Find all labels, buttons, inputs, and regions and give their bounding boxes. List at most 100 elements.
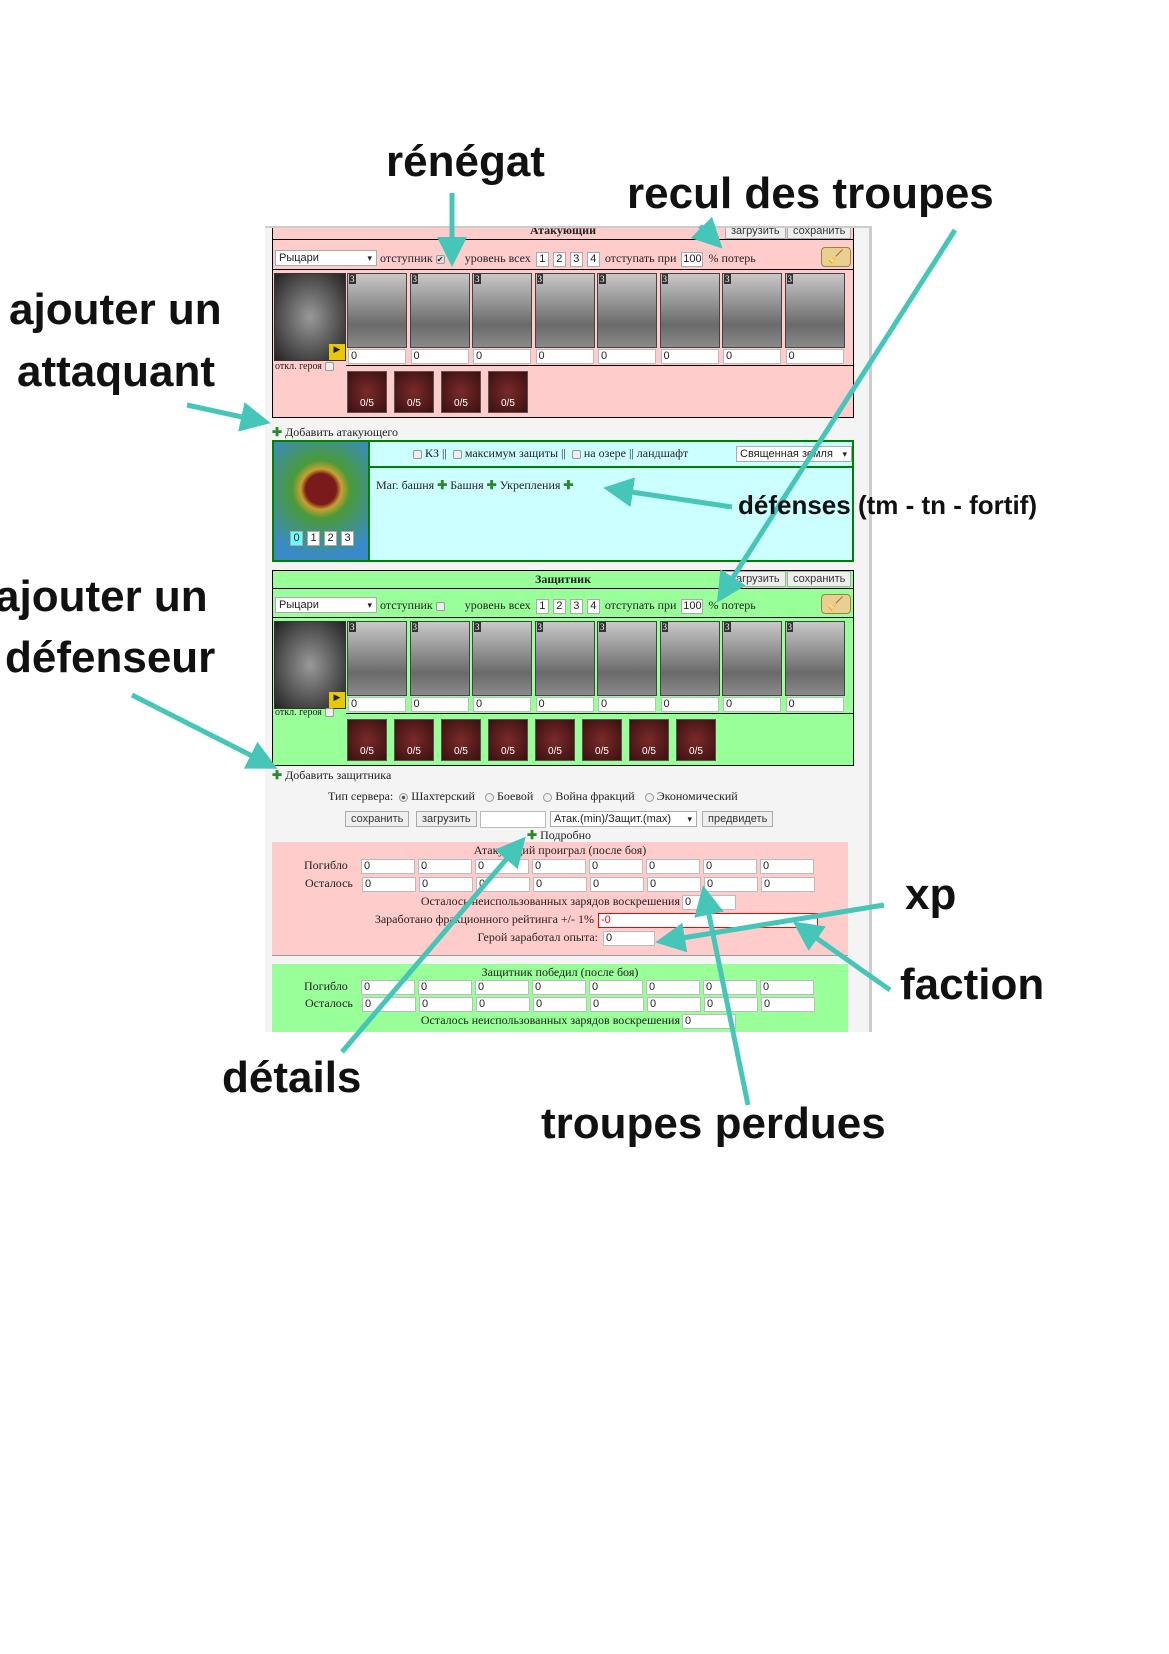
- died-input[interactable]: 0: [646, 859, 700, 874]
- skill-icon[interactable]: 0/5: [629, 719, 669, 761]
- died-input[interactable]: 0: [589, 980, 643, 995]
- broom-icon[interactable]: 🧹: [821, 594, 851, 614]
- level-3-button[interactable]: 3: [569, 599, 583, 614]
- skill-icon[interactable]: 0/5: [535, 719, 575, 761]
- defender-save-button[interactable]: сохранить: [787, 571, 852, 587]
- left-input[interactable]: 0: [476, 997, 530, 1012]
- skill-icon[interactable]: 0/5: [394, 371, 434, 413]
- level-1-button[interactable]: 1: [535, 252, 549, 267]
- fort-level-1-button[interactable]: 1: [307, 531, 320, 546]
- unit-portrait[interactable]: 3: [347, 273, 407, 348]
- left-input[interactable]: 0: [761, 997, 815, 1012]
- unit-portrait[interactable]: 3: [659, 273, 720, 348]
- plus-icon[interactable]: ✚: [272, 425, 283, 439]
- unit-count-input[interactable]: 0: [598, 349, 656, 364]
- kz-checkbox[interactable]: [413, 449, 422, 459]
- unit-portrait[interactable]: 3: [659, 621, 720, 696]
- skill-icon[interactable]: 0/5: [347, 719, 387, 761]
- play-icon[interactable]: ▶: [329, 692, 345, 708]
- unit-count-input[interactable]: 0: [535, 697, 594, 712]
- skill-icon[interactable]: 0/5: [347, 371, 387, 413]
- level-4-button[interactable]: 4: [586, 599, 600, 614]
- unit-count-input[interactable]: 0: [660, 697, 719, 712]
- unit-portrait[interactable]: 3: [722, 273, 782, 348]
- max-def-checkbox[interactable]: [452, 449, 462, 459]
- unit-portrait[interactable]: 3: [472, 273, 532, 348]
- landscape-select[interactable]: Священная земля: [736, 446, 852, 462]
- level-2-button[interactable]: 2: [552, 252, 566, 267]
- unit-count-input[interactable]: 0: [348, 349, 406, 364]
- attacker-save-button[interactable]: сохранить: [787, 228, 852, 239]
- left-input[interactable]: 0: [647, 997, 701, 1012]
- retreat-input[interactable]: 100: [681, 599, 704, 614]
- renegade-checkbox[interactable]: [435, 601, 445, 611]
- unit-portrait[interactable]: 3: [347, 621, 407, 696]
- died-input[interactable]: 0: [760, 980, 814, 995]
- unit-count-input[interactable]: 0: [723, 349, 781, 364]
- left-input[interactable]: 0: [419, 997, 473, 1012]
- xp-input[interactable]: 0: [603, 931, 655, 946]
- broom-icon[interactable]: 🧹: [821, 247, 851, 267]
- left-input[interactable]: 0: [590, 877, 644, 892]
- add-attacker-link[interactable]: Добавить атакующего: [285, 425, 399, 439]
- died-input[interactable]: 0: [532, 859, 586, 874]
- attacker-faction-select[interactable]: Рыцари: [275, 250, 377, 266]
- unit-portrait[interactable]: 3: [534, 621, 595, 696]
- unit-portrait[interactable]: 3: [409, 621, 470, 696]
- skill-icon[interactable]: 0/5: [488, 371, 528, 413]
- unit-count-input[interactable]: 0: [410, 697, 469, 712]
- unit-count-input[interactable]: 0: [473, 697, 531, 712]
- hero-off-checkbox[interactable]: [324, 362, 334, 372]
- died-input[interactable]: 0: [703, 859, 757, 874]
- mode-select[interactable]: Атак.(min)/Защит.(max): [550, 811, 697, 827]
- add-mag-tower-icon[interactable]: ✚: [437, 478, 448, 492]
- charges-input[interactable]: 0: [682, 1014, 736, 1029]
- fort-level-0-button[interactable]: 0: [290, 531, 303, 546]
- level-1-button[interactable]: 1: [535, 599, 549, 614]
- died-input[interactable]: 0: [418, 980, 472, 995]
- unit-count-input[interactable]: 0: [660, 349, 719, 364]
- left-input[interactable]: 0: [590, 997, 644, 1012]
- skill-icon[interactable]: 0/5: [394, 719, 434, 761]
- defender-faction-select[interactable]: Рыцари: [275, 597, 377, 613]
- load-button[interactable]: загрузить: [416, 811, 477, 827]
- skill-icon[interactable]: 0/5: [676, 719, 716, 761]
- unit-count-input[interactable]: 0: [473, 349, 531, 364]
- add-tower-icon[interactable]: ✚: [486, 478, 497, 492]
- lake-checkbox[interactable]: [571, 449, 581, 459]
- died-input[interactable]: 0: [475, 980, 529, 995]
- fort-level-3-button[interactable]: 3: [341, 531, 354, 546]
- unit-count-input[interactable]: 0: [535, 349, 594, 364]
- left-input[interactable]: 0: [362, 877, 416, 892]
- left-input[interactable]: 0: [647, 877, 701, 892]
- unit-portrait[interactable]: 3: [784, 621, 845, 696]
- add-fort-icon[interactable]: ✚: [563, 478, 574, 492]
- unit-portrait[interactable]: 3: [722, 621, 782, 696]
- unit-count-input[interactable]: 0: [723, 697, 781, 712]
- unit-portrait[interactable]: 3: [597, 621, 657, 696]
- level-4-button[interactable]: 4: [586, 252, 600, 267]
- unit-count-input[interactable]: 0: [598, 697, 656, 712]
- died-input[interactable]: 0: [760, 859, 814, 874]
- details-link[interactable]: Подробно: [540, 828, 592, 842]
- server-radio[interactable]: [543, 792, 553, 802]
- unit-portrait[interactable]: 3: [534, 273, 595, 348]
- server-radio[interactable]: [484, 792, 494, 802]
- unit-count-input[interactable]: 0: [348, 697, 406, 712]
- unit-portrait[interactable]: 3: [784, 273, 845, 348]
- skill-icon[interactable]: 0/5: [488, 719, 528, 761]
- hero-off-checkbox[interactable]: [324, 708, 334, 718]
- unit-count-input[interactable]: 0: [785, 697, 844, 712]
- died-input[interactable]: 0: [703, 980, 757, 995]
- died-input[interactable]: 0: [361, 859, 415, 874]
- left-input[interactable]: 0: [419, 877, 473, 892]
- name-input[interactable]: [480, 811, 546, 828]
- level-2-button[interactable]: 2: [552, 599, 566, 614]
- attacker-load-button[interactable]: загрузить: [725, 228, 786, 239]
- server-radio[interactable]: [399, 792, 409, 802]
- left-input[interactable]: 0: [533, 877, 587, 892]
- predict-button[interactable]: предвидеть: [702, 811, 774, 827]
- died-input[interactable]: 0: [589, 859, 643, 874]
- attacker-hero-portrait[interactable]: ▶: [274, 273, 346, 361]
- unit-count-input[interactable]: 0: [785, 349, 844, 364]
